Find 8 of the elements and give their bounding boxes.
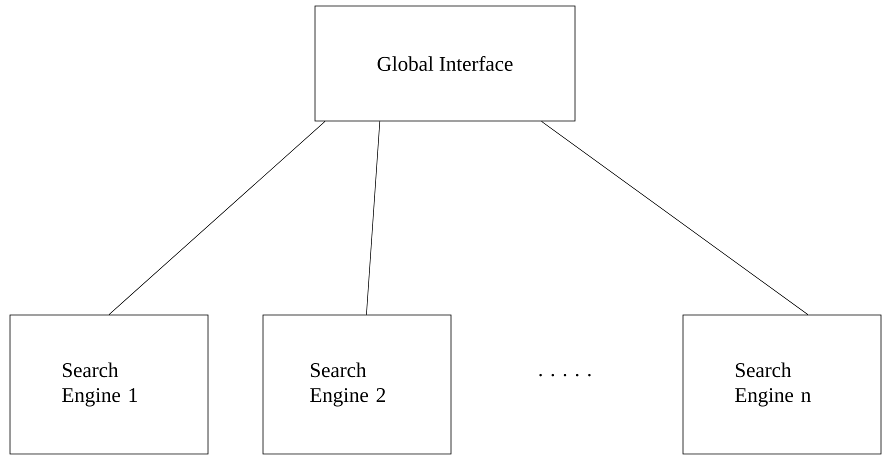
ellipsis-dots: · · · · · bbox=[539, 374, 591, 376]
connector-line bbox=[108, 121, 326, 315]
engine-box: Search Engine 2 bbox=[262, 314, 452, 454]
engine-box: Search Engine 1 bbox=[10, 314, 208, 454]
engine-box: Search Engine n bbox=[682, 314, 882, 454]
connector-line bbox=[366, 121, 380, 315]
interface-box: Global Interface bbox=[314, 6, 576, 122]
connector-line bbox=[541, 121, 808, 315]
